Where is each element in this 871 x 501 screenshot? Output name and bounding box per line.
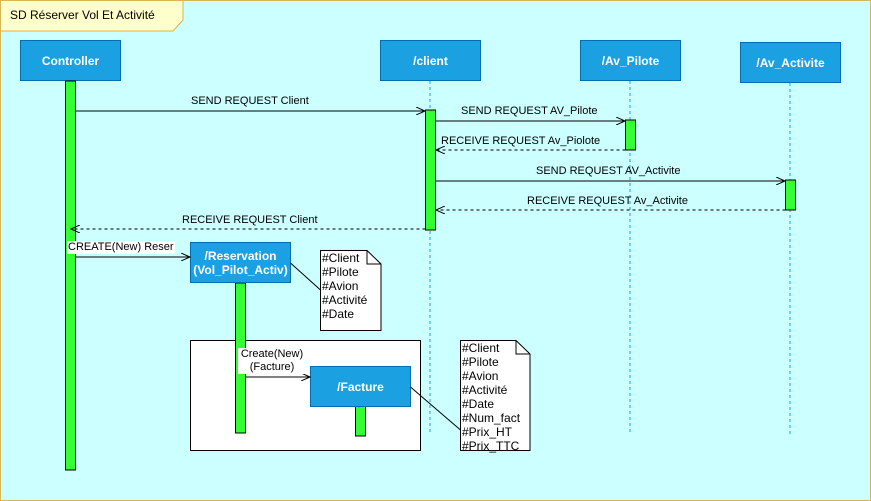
av-pilote-activation bbox=[625, 119, 636, 151]
av-pilote-header-label: /Av_Pilote bbox=[601, 53, 660, 68]
frame-title: SD Réserver Vol Et Activité bbox=[10, 8, 155, 22]
facture-attribute: #Num_fact bbox=[462, 411, 521, 425]
facture-attribute: #Activité bbox=[462, 383, 508, 397]
controller-header-label: Controller bbox=[41, 53, 100, 68]
client-header bbox=[380, 40, 481, 81]
controller-activation bbox=[65, 80, 76, 471]
facture-attribute: #Prix_HT bbox=[462, 425, 513, 439]
facture-attribute: #Date bbox=[462, 397, 495, 411]
facture-object-box bbox=[310, 366, 411, 407]
msg-create-facture-label: Create(New) (Facture) bbox=[238, 348, 306, 374]
facture-object-label: /Facture bbox=[337, 379, 384, 394]
reservation-attribute: #Client bbox=[322, 251, 360, 265]
av-pilote-header bbox=[580, 40, 681, 81]
msg-send-request-av-activite-label: SEND REQUEST AV_Activite bbox=[536, 165, 681, 177]
reservation-note-fold bbox=[366, 250, 381, 265]
reservation-attributes-note bbox=[320, 250, 382, 331]
frame-title-tab bbox=[0, 0, 184, 32]
facture-note-fold bbox=[515, 340, 530, 355]
reservation-object-label: /Reservation (Vol_Pilot_Activ) bbox=[190, 242, 291, 283]
msg-send-request-av-pilote-label: SEND REQUEST AV_Pilote bbox=[461, 105, 598, 117]
msg-receive-request-av-piolote-label: RECEIVE REQUEST Av_Piolote bbox=[441, 135, 601, 147]
facture-attributes-note bbox=[460, 340, 531, 451]
reservation-attribute: #Activité bbox=[322, 293, 368, 307]
av-activite-header bbox=[740, 42, 841, 83]
av-activite-header-label: /Av_Activite bbox=[756, 55, 825, 70]
controller-header bbox=[20, 40, 121, 81]
av-activite-activation bbox=[785, 179, 796, 211]
facture-attribute: #Client bbox=[462, 341, 500, 355]
reservation-object-name: /Reservation bbox=[204, 248, 277, 263]
client-activation bbox=[425, 109, 436, 231]
msg-create-facture-label-line2: (Facture) bbox=[249, 361, 295, 373]
reservation-attribute: #Date bbox=[322, 307, 355, 321]
client-header-label: /client bbox=[413, 53, 448, 68]
msg-send-request-client-label: SEND REQUEST Client bbox=[191, 95, 309, 107]
facture-attribute: #Pilote bbox=[462, 355, 499, 369]
reservation-attribute: #Pilote bbox=[322, 265, 359, 279]
reservation-attribute: #Avion bbox=[322, 279, 359, 293]
facture-attributes-list: #Client#Pilote#Avion#Activité#Date#Num_f… bbox=[462, 341, 520, 453]
msg-receive-request-av-activite-label: RECEIVE REQUEST Av_Activite bbox=[527, 195, 688, 207]
facture-activation bbox=[355, 405, 366, 437]
reservation-object-type: (Vol_Pilot_Activ) bbox=[193, 262, 288, 277]
reservation-note-connector bbox=[290, 262, 321, 291]
msg-receive-request-client-label: RECEIVE REQUEST Client bbox=[182, 214, 318, 226]
facture-attribute: #Prix_TTC bbox=[462, 439, 520, 453]
msg-create-facture-label-line1: Create(New) bbox=[240, 348, 304, 360]
reservation-object-box bbox=[190, 242, 291, 283]
msg-create-reservation-label: CREATE(New) Reser bbox=[67, 241, 175, 254]
facture-attribute: #Avion bbox=[462, 369, 499, 383]
facture-note-connector bbox=[410, 386, 461, 431]
reservation-attributes-list: #Client#Pilote#Avion#Activité#Date bbox=[322, 251, 367, 321]
